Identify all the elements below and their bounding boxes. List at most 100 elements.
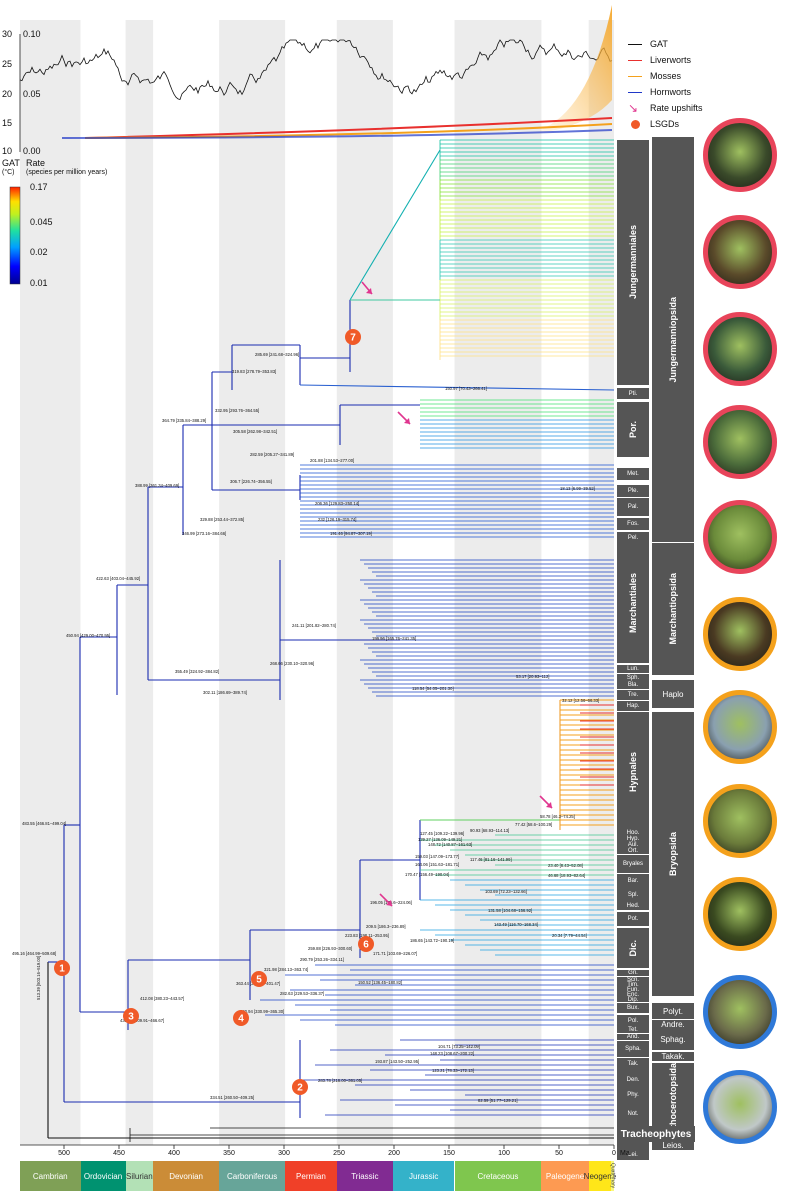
order-label: Bar. bbox=[617, 874, 649, 888]
node-age-label: 283.78 [216.00–361.05] bbox=[318, 1078, 362, 1083]
gat-axis-unit: (°C) bbox=[2, 169, 15, 176]
gat-axis-label: GAT bbox=[2, 158, 20, 168]
node-age-label: 232 [126.19–315.74] bbox=[318, 517, 356, 522]
lsgd-number: 1 bbox=[59, 964, 65, 975]
node-age-label: 46.68 [18.93–82.64] bbox=[548, 873, 585, 878]
node-age-label: 82.59 [51.77–129.21] bbox=[478, 1098, 518, 1103]
order-label: Bla. bbox=[617, 681, 649, 689]
order-label: Jungermanniales bbox=[617, 140, 649, 385]
node-age-label: 223.83 [198.11–253.95] bbox=[345, 933, 389, 938]
node-age-label: 439.86 [409.91–466.67] bbox=[120, 1018, 164, 1023]
hornworts-rate-line bbox=[61, 129, 613, 139]
legend: GAT Liverworts Mosses Hornworts ↘Rate up… bbox=[628, 36, 703, 132]
legend-item: Hornworts bbox=[628, 84, 703, 100]
node-age-label: 23.40 [8.43–52.08] bbox=[548, 863, 583, 868]
time-band bbox=[454, 20, 542, 1145]
specimen-photo bbox=[703, 597, 777, 671]
time-tick-label: 300 bbox=[278, 1150, 290, 1157]
order-label: Tak. bbox=[617, 1058, 649, 1070]
node-age-label: 186.65 [143.72–190.19] bbox=[410, 938, 454, 943]
class-label: Marchantiopsida bbox=[652, 543, 694, 675]
period-triassic: Triassic bbox=[336, 1161, 393, 1191]
node-age-label: 209.5 [186.3–236.89] bbox=[366, 924, 406, 929]
gat-tick: 10 bbox=[2, 146, 13, 156]
period-paleogene: Paleogene bbox=[541, 1161, 589, 1191]
time-tick-label: 450 bbox=[113, 1150, 125, 1157]
node-age-label: 206.36 [129.83–250.14] bbox=[315, 501, 359, 506]
period-devonian: Devonian bbox=[153, 1161, 220, 1191]
arrowhead bbox=[404, 418, 410, 424]
colorbar-tick: 0.02 bbox=[30, 247, 48, 257]
specimen-photo bbox=[703, 1070, 777, 1144]
lsgd-dot bbox=[251, 971, 267, 987]
node-age-label: 90.93 [68.93–114.13] bbox=[470, 828, 509, 833]
node-age-label: 422.63 [403.04–445.92] bbox=[96, 576, 140, 581]
rate-tick: 0.00 bbox=[23, 146, 41, 156]
time-tick-label: 250 bbox=[333, 1150, 345, 1157]
phylogenetic-tree bbox=[47, 139, 615, 1142]
node-age-label: 150.52 [136.45–180.82] bbox=[358, 980, 402, 985]
class-label: Haplo bbox=[652, 680, 694, 708]
specimen-photo bbox=[703, 118, 777, 192]
period-ordovician: Ordovician bbox=[80, 1161, 126, 1191]
time-tick-label: 50 bbox=[555, 1150, 563, 1157]
arrowhead bbox=[546, 802, 552, 808]
specimen-photo bbox=[703, 877, 777, 951]
node-age-label: 513.39 [503.16–519.00] bbox=[36, 956, 41, 1000]
node-age-label: 18.13 [6.99–39.52] bbox=[560, 486, 595, 491]
order-label: Ple. bbox=[617, 485, 649, 497]
node-age-label: 193.87 [143.50–252.95] bbox=[375, 1059, 419, 1064]
node-age-label: 53.17 [20.93–112] bbox=[516, 674, 549, 679]
order-label: Hypnales bbox=[617, 712, 649, 832]
tree-branch bbox=[299, 384, 615, 391]
node-age-label: 20.34 [7.79–44.54] bbox=[552, 933, 587, 938]
node-age-label: 118.54 [54.05–201.30] bbox=[412, 686, 454, 691]
arrowhead bbox=[366, 288, 372, 294]
order-label: Fos. bbox=[617, 518, 649, 530]
order-label: Pot. bbox=[617, 912, 649, 926]
order-label: Den. bbox=[617, 1070, 649, 1090]
order-label: Ort. bbox=[617, 848, 649, 854]
specimen-photo bbox=[703, 312, 777, 386]
order-label: Enc. bbox=[617, 992, 649, 998]
node-age-label: 164.06 [151.63–181.71] bbox=[415, 862, 459, 867]
lsgd-dot bbox=[358, 936, 374, 952]
lsgd-marker: 7 bbox=[345, 329, 361, 345]
order-label: Tre. bbox=[617, 690, 649, 700]
arrow-icon: ↘ bbox=[628, 101, 639, 115]
lsgd-marker: 5 bbox=[251, 971, 267, 987]
node-age-label: 364.79 [335.84–388.29] bbox=[162, 418, 206, 423]
legend-item: GAT bbox=[628, 36, 703, 52]
order-label: Gri. bbox=[617, 970, 649, 976]
lsgd-dot bbox=[123, 1008, 139, 1024]
node-age-label: 388.99 [361.34–409.69] bbox=[135, 483, 179, 488]
colorbar-tick: 0.01 bbox=[30, 278, 48, 288]
period-neogene: Neogene bbox=[584, 1161, 616, 1191]
class-label: Sphag. bbox=[652, 1028, 694, 1050]
node-age-label: 332.95 [293.76–364.55] bbox=[215, 408, 259, 413]
order-label: Dip. bbox=[617, 997, 649, 1003]
geologic-time-bands bbox=[20, 20, 614, 1145]
node-age-label: 346.99 [273.16–384.66] bbox=[182, 531, 226, 536]
order-label: Met. bbox=[617, 468, 649, 480]
order-label: Pal. bbox=[617, 498, 649, 516]
legend-item: Mosses bbox=[628, 68, 703, 84]
node-age-label: 306.7 [226.74–356.55] bbox=[230, 479, 272, 484]
period-silurian: Silurian bbox=[125, 1161, 154, 1191]
order-label: Aul. bbox=[617, 842, 649, 848]
lsgd-dot bbox=[54, 960, 70, 976]
time-band bbox=[336, 20, 393, 1145]
node-age-label: 199.96 [165.76–241.35] bbox=[372, 636, 416, 641]
lsgd-dot bbox=[345, 329, 361, 345]
time-band bbox=[219, 20, 286, 1145]
node-age-label: 150.97 [70.43–266.41] bbox=[445, 386, 487, 391]
lsgd-number: 5 bbox=[256, 975, 262, 986]
node-age-label: 495.16 [464.99–509.68] bbox=[12, 951, 56, 956]
order-label: Not. bbox=[617, 1100, 649, 1128]
node-age-label: 241.11 [201.82–280.74] bbox=[292, 623, 336, 628]
legend-item: Liverworts bbox=[628, 52, 703, 68]
specimen-photo bbox=[703, 215, 777, 289]
rate-axis-unit: (species per million years) bbox=[26, 169, 108, 176]
rate-axis-label: Rate bbox=[26, 158, 46, 168]
